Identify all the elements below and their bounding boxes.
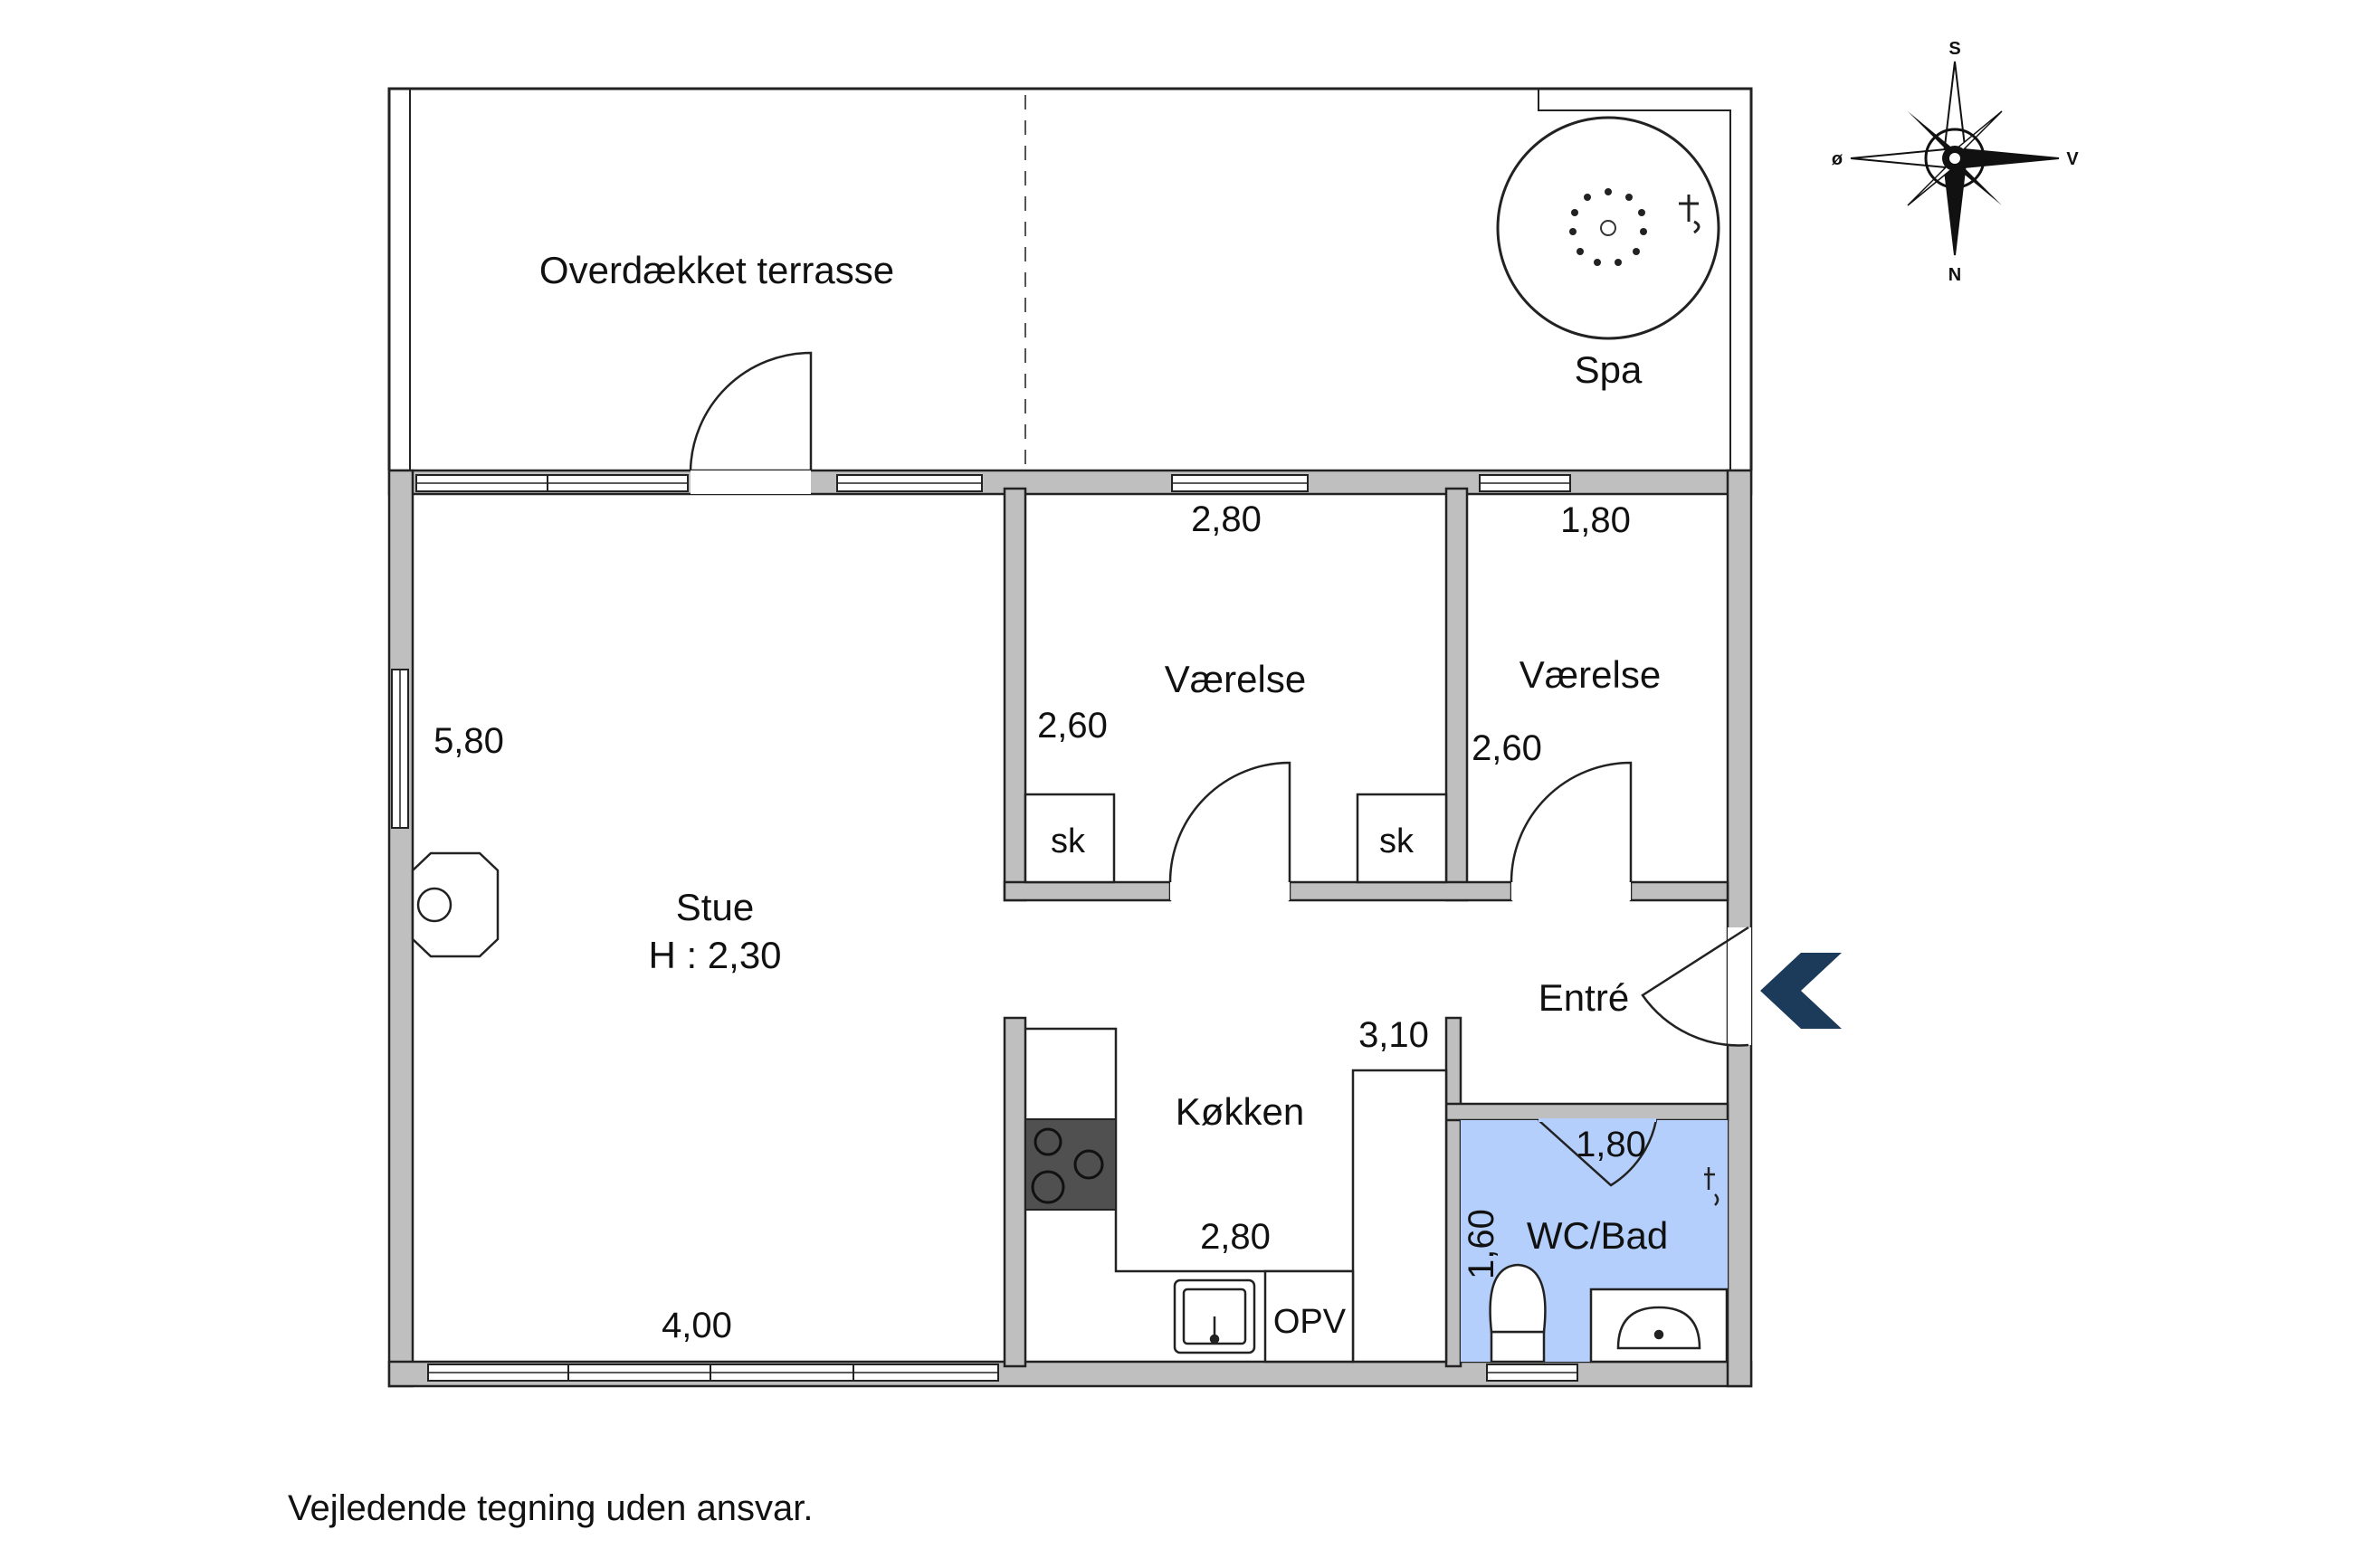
door-bath xyxy=(1538,1119,1658,1187)
closet-1 xyxy=(1024,793,1116,884)
dim-bedroom2-width: 1,80 xyxy=(1560,500,1631,540)
terrace-outline xyxy=(387,87,1753,470)
closet-label-1: sk xyxy=(1051,822,1086,860)
compass-rose-icon xyxy=(1850,61,2060,256)
kitchen-counter xyxy=(1025,1027,1448,1364)
toilet xyxy=(1489,1263,1547,1364)
dim-bedroom1-depth: 2,60 xyxy=(1037,706,1108,746)
dim-living-width: 4,00 xyxy=(662,1306,732,1345)
dim-kitchen-depth: 3,10 xyxy=(1358,1015,1429,1055)
door-terrace xyxy=(689,351,813,471)
interior-walls xyxy=(1003,487,1729,1368)
dim-living-depth: 5,80 xyxy=(433,721,504,761)
compass-south-label: S xyxy=(1948,39,1960,59)
compass-north-label: N xyxy=(1948,265,1961,285)
compass-west-label: V xyxy=(2066,149,2079,169)
kitchen-sink xyxy=(1173,1278,1256,1354)
shower-fixture xyxy=(1704,1167,1720,1206)
room-label-terrace: Overdækket terrasse xyxy=(539,249,894,291)
room-label-entry: Entré xyxy=(1538,976,1629,1019)
closet-label-2: sk xyxy=(1379,822,1415,860)
windows xyxy=(391,474,1578,1382)
door-bedroom1 xyxy=(1168,761,1291,883)
room-label-living: Stue xyxy=(676,886,754,928)
room-label-living-height: H : 2,30 xyxy=(648,934,781,976)
disclaimer-text: Vejledende tegning uden ansvar. xyxy=(288,1488,814,1528)
entry-arrow-icon xyxy=(1760,953,1842,1029)
room-label-bedroom-2: Værelse xyxy=(1519,653,1661,696)
dim-bedroom1-width: 2,80 xyxy=(1191,499,1262,539)
dim-bath-depth: 1,60 xyxy=(1462,1209,1501,1279)
utility-label: OPV xyxy=(1273,1303,1347,1341)
doors xyxy=(689,351,1751,1047)
room-label-spa: Spa xyxy=(1575,348,1643,391)
wood-stove xyxy=(411,851,500,958)
dim-kitchen-width: 2,80 xyxy=(1200,1217,1271,1257)
stove xyxy=(1024,1118,1117,1211)
door-bedroom2 xyxy=(1510,761,1633,883)
door-entry xyxy=(1641,926,1749,1047)
room-label-kitchen: Køkken xyxy=(1176,1090,1304,1133)
dim-bedroom2-depth: 2,60 xyxy=(1472,728,1542,768)
room-label-bath: WC/Bad xyxy=(1527,1214,1668,1257)
room-label-bedroom-1: Værelse xyxy=(1165,658,1306,700)
closet-2 xyxy=(1356,793,1448,884)
washbasin xyxy=(1589,1288,1729,1364)
dim-bath-width: 1,80 xyxy=(1576,1125,1646,1164)
compass-east-label: ø xyxy=(1832,149,1843,169)
spa-tub xyxy=(1496,116,1720,340)
closets xyxy=(1024,793,1448,884)
